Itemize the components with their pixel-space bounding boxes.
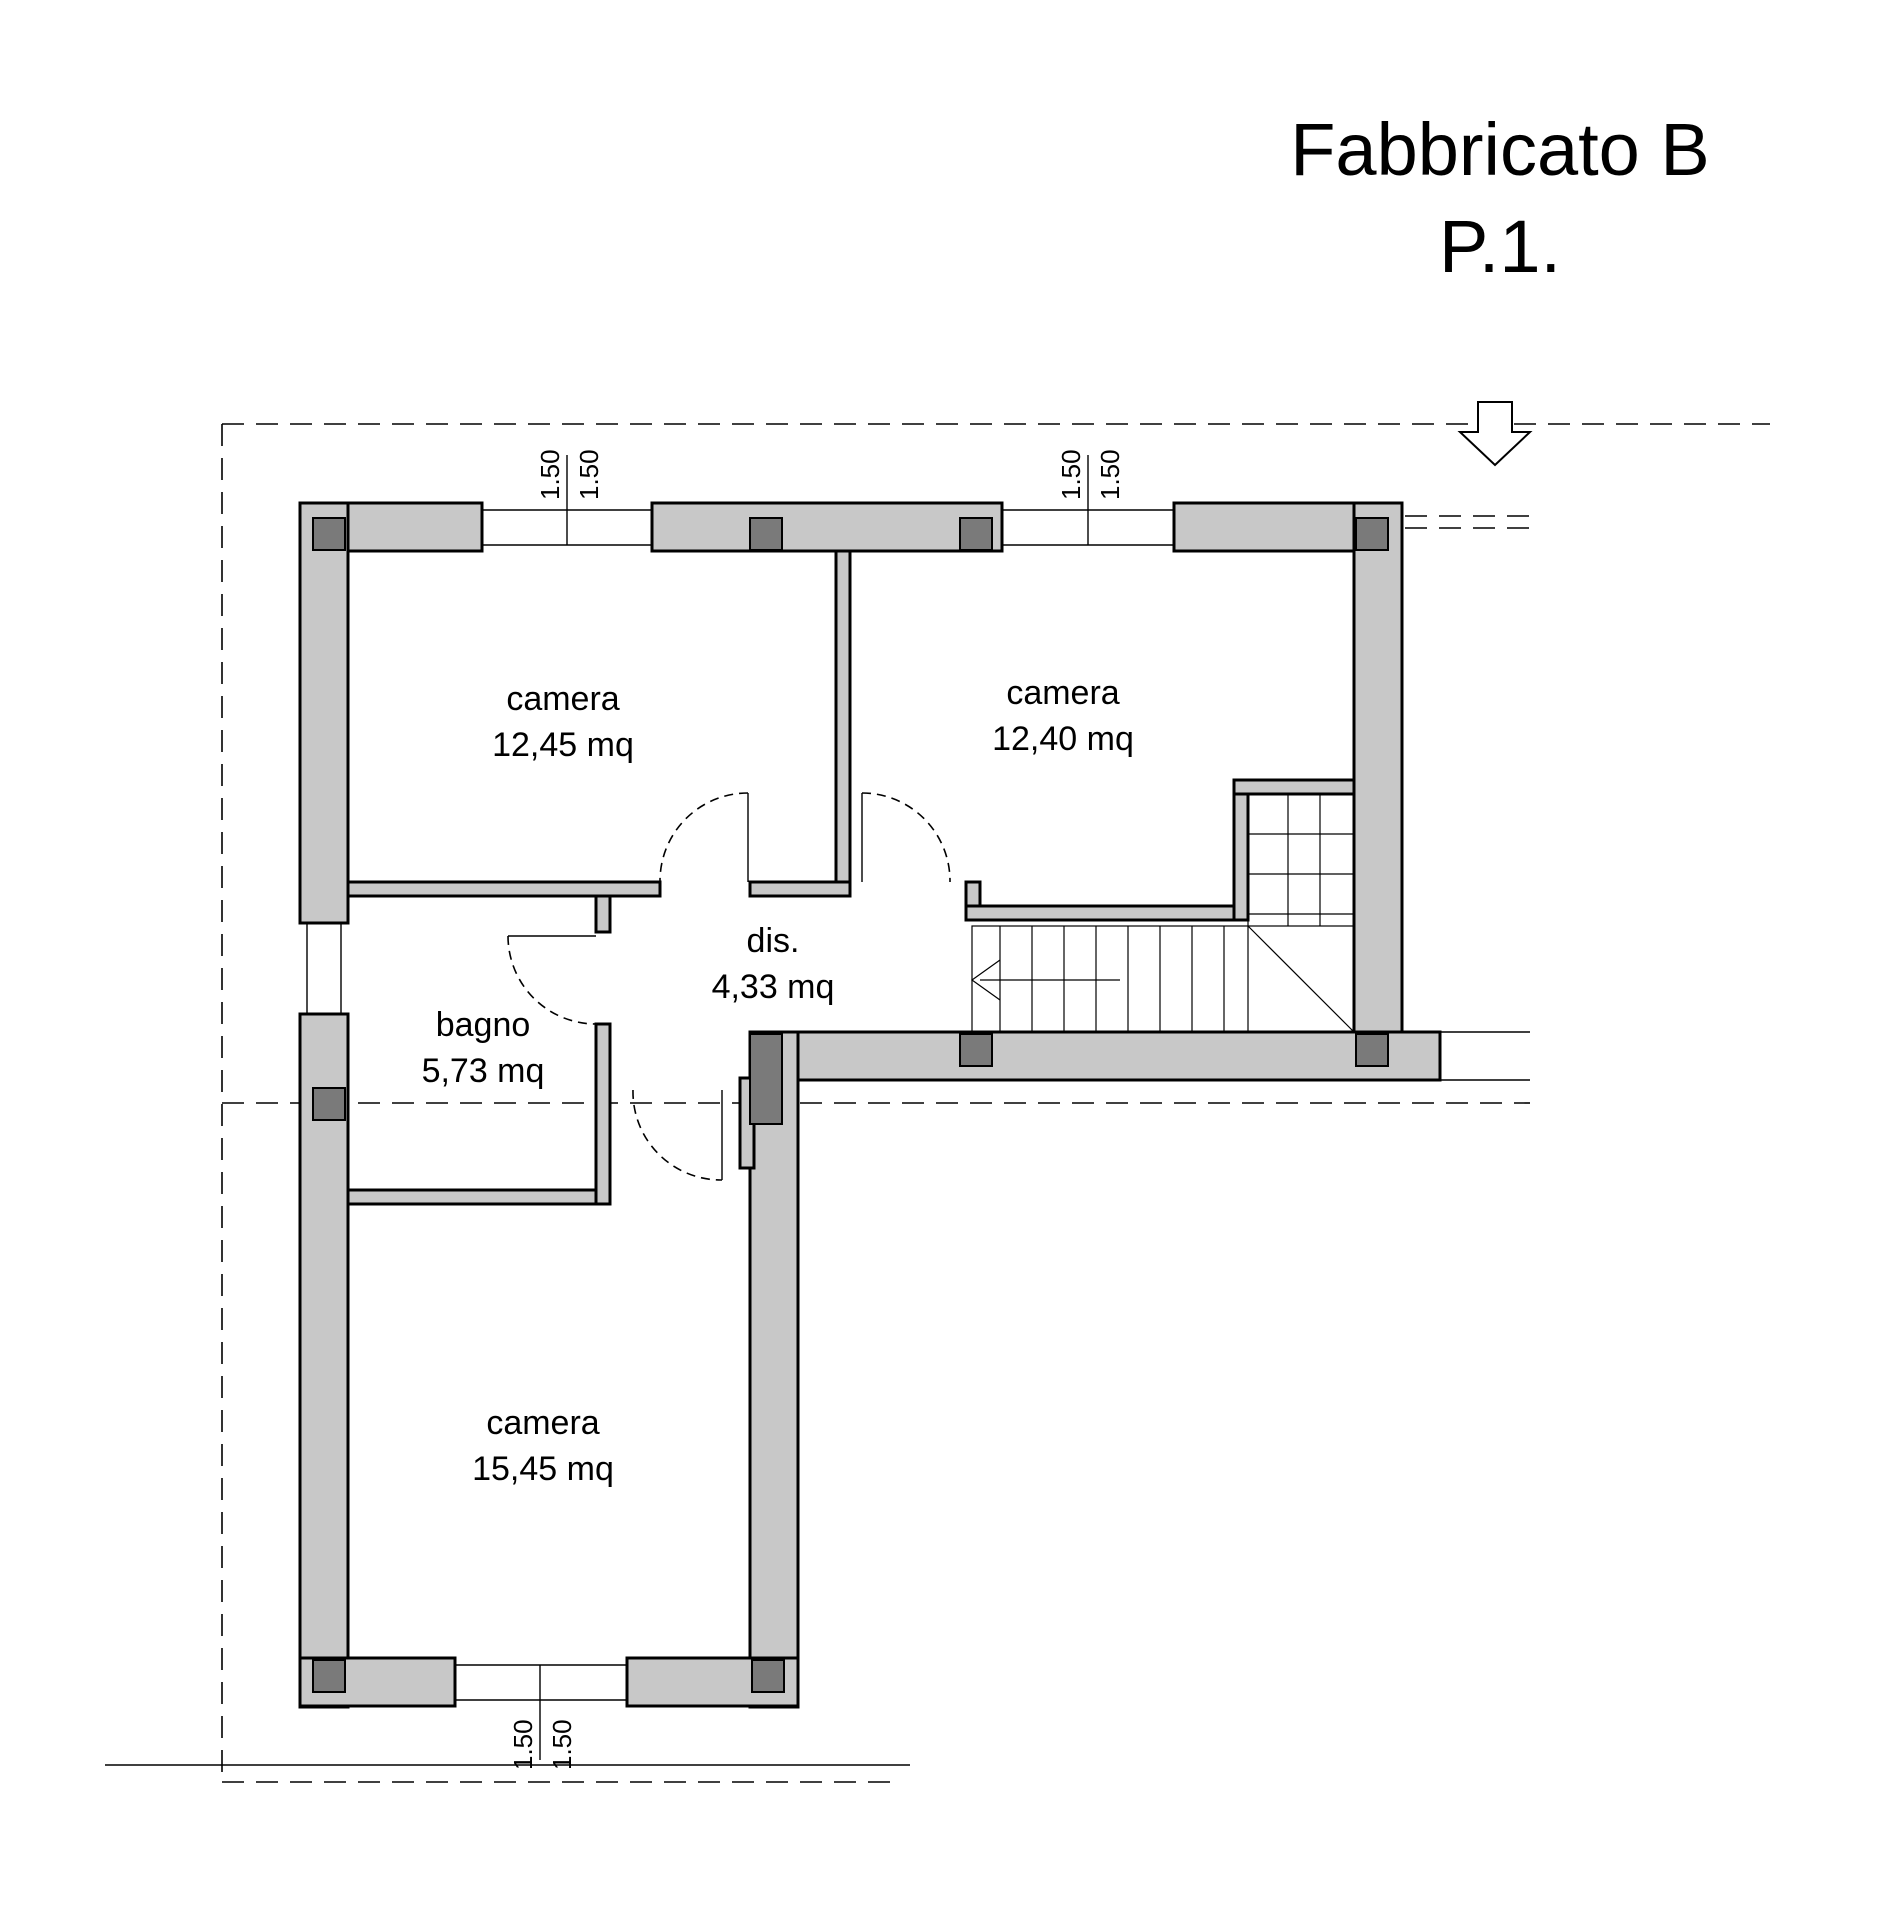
dimension-label: 1.50 [1056,449,1086,500]
dimension-label: 1.50 [547,1719,577,1770]
dimension-label: 1.50 [535,449,565,500]
room-name: dis. [747,922,800,960]
room-name: bagno [436,1006,531,1044]
pillars [312,517,1389,1693]
windows [306,455,1174,1760]
dimension-label: 1.50 [574,449,604,500]
room-area: 5,73 mq [422,1052,545,1090]
dimension-label: 1.50 [1095,449,1125,500]
boundary-lines [105,423,1770,1783]
room-name: camera [506,680,619,718]
room-area: 4,33 mq [712,968,835,1006]
floor-title: P.1. [1439,205,1561,288]
dimension-label: 1.50 [508,1719,538,1770]
room-area: 12,45 mq [492,726,634,764]
room-area: 12,40 mq [992,720,1134,758]
room-name: camera [1006,674,1119,712]
entry-arrow-icon [1457,401,1533,467]
doors [507,792,951,1181]
staircase [970,793,1355,1033]
walls [298,501,1442,1709]
room-name: camera [486,1404,599,1442]
building-title: Fabbricato B [1290,108,1710,191]
window-dimension-labels: 1.50 1.50 1.50 1.50 1.50 1.50 [508,449,1125,1770]
room-area: 15,45 mq [472,1450,614,1488]
room-labels: camera 12,45 mq camera 12,40 mq dis. 4,3… [422,674,1134,1488]
